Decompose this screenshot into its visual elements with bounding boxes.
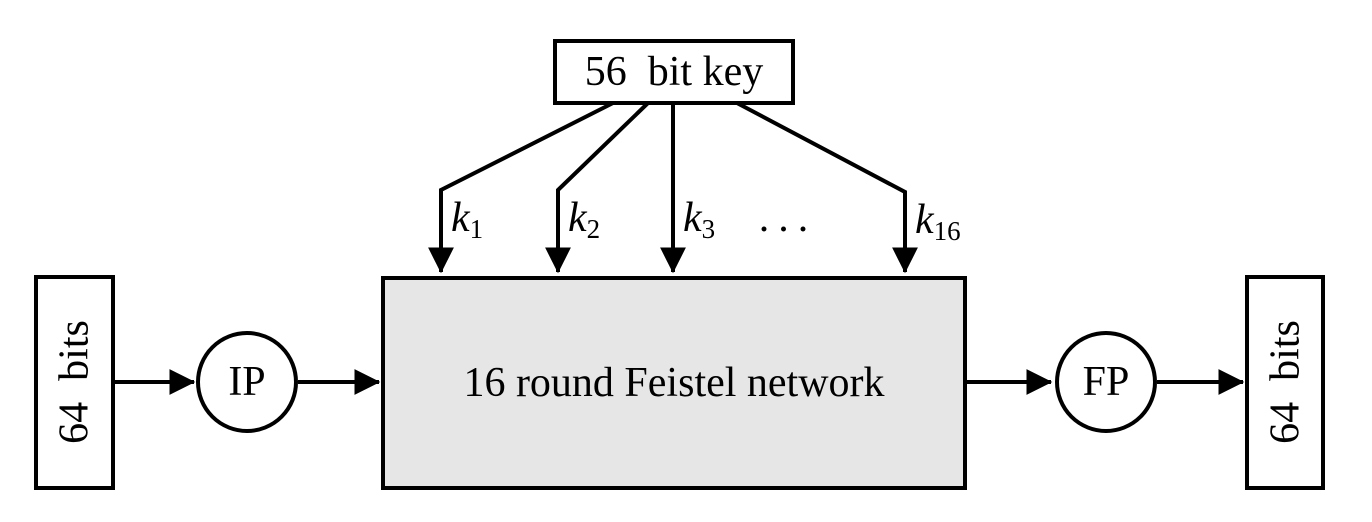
round-key-arrow-k2 [545, 101, 650, 274]
round-key-label-k3: k3 [683, 194, 716, 244]
round-key-symbol: k [915, 197, 934, 243]
fp-node-circle [1055, 331, 1157, 433]
round-key-label-k2: k2 [568, 194, 601, 244]
feistel-network-box [381, 276, 967, 490]
input-bits-box [34, 275, 115, 490]
ip-node-label: IP [228, 359, 266, 405]
round-key-symbol: k [451, 195, 470, 241]
round-key-subscript: 3 [701, 214, 716, 244]
round-key-subscript: 1 [469, 214, 484, 244]
round-key-symbol: k [683, 195, 702, 241]
fp-node-label: FP [1082, 359, 1130, 405]
output-bits-label: 64 bits [1262, 320, 1309, 444]
output-bits-box [1245, 275, 1325, 490]
round-key-arrow-k16 [736, 101, 918, 274]
round-key-label-k16: k16 [915, 196, 961, 246]
round-key-subscript: 2 [586, 214, 601, 244]
round-keys-ellipsis: ... [758, 195, 818, 241]
round-key-label-k1: k1 [451, 194, 484, 244]
round-key-symbol: k [568, 195, 587, 241]
input-bits-label: 64 bits [51, 320, 98, 444]
feistel-network-label: 16 round Feistel network [463, 360, 885, 406]
round-key-arrow-k1 [428, 101, 614, 274]
round-key-subscript: 16 [933, 216, 961, 246]
key-box-label: 56 bit key [584, 49, 764, 95]
ip-node-circle [196, 331, 298, 433]
